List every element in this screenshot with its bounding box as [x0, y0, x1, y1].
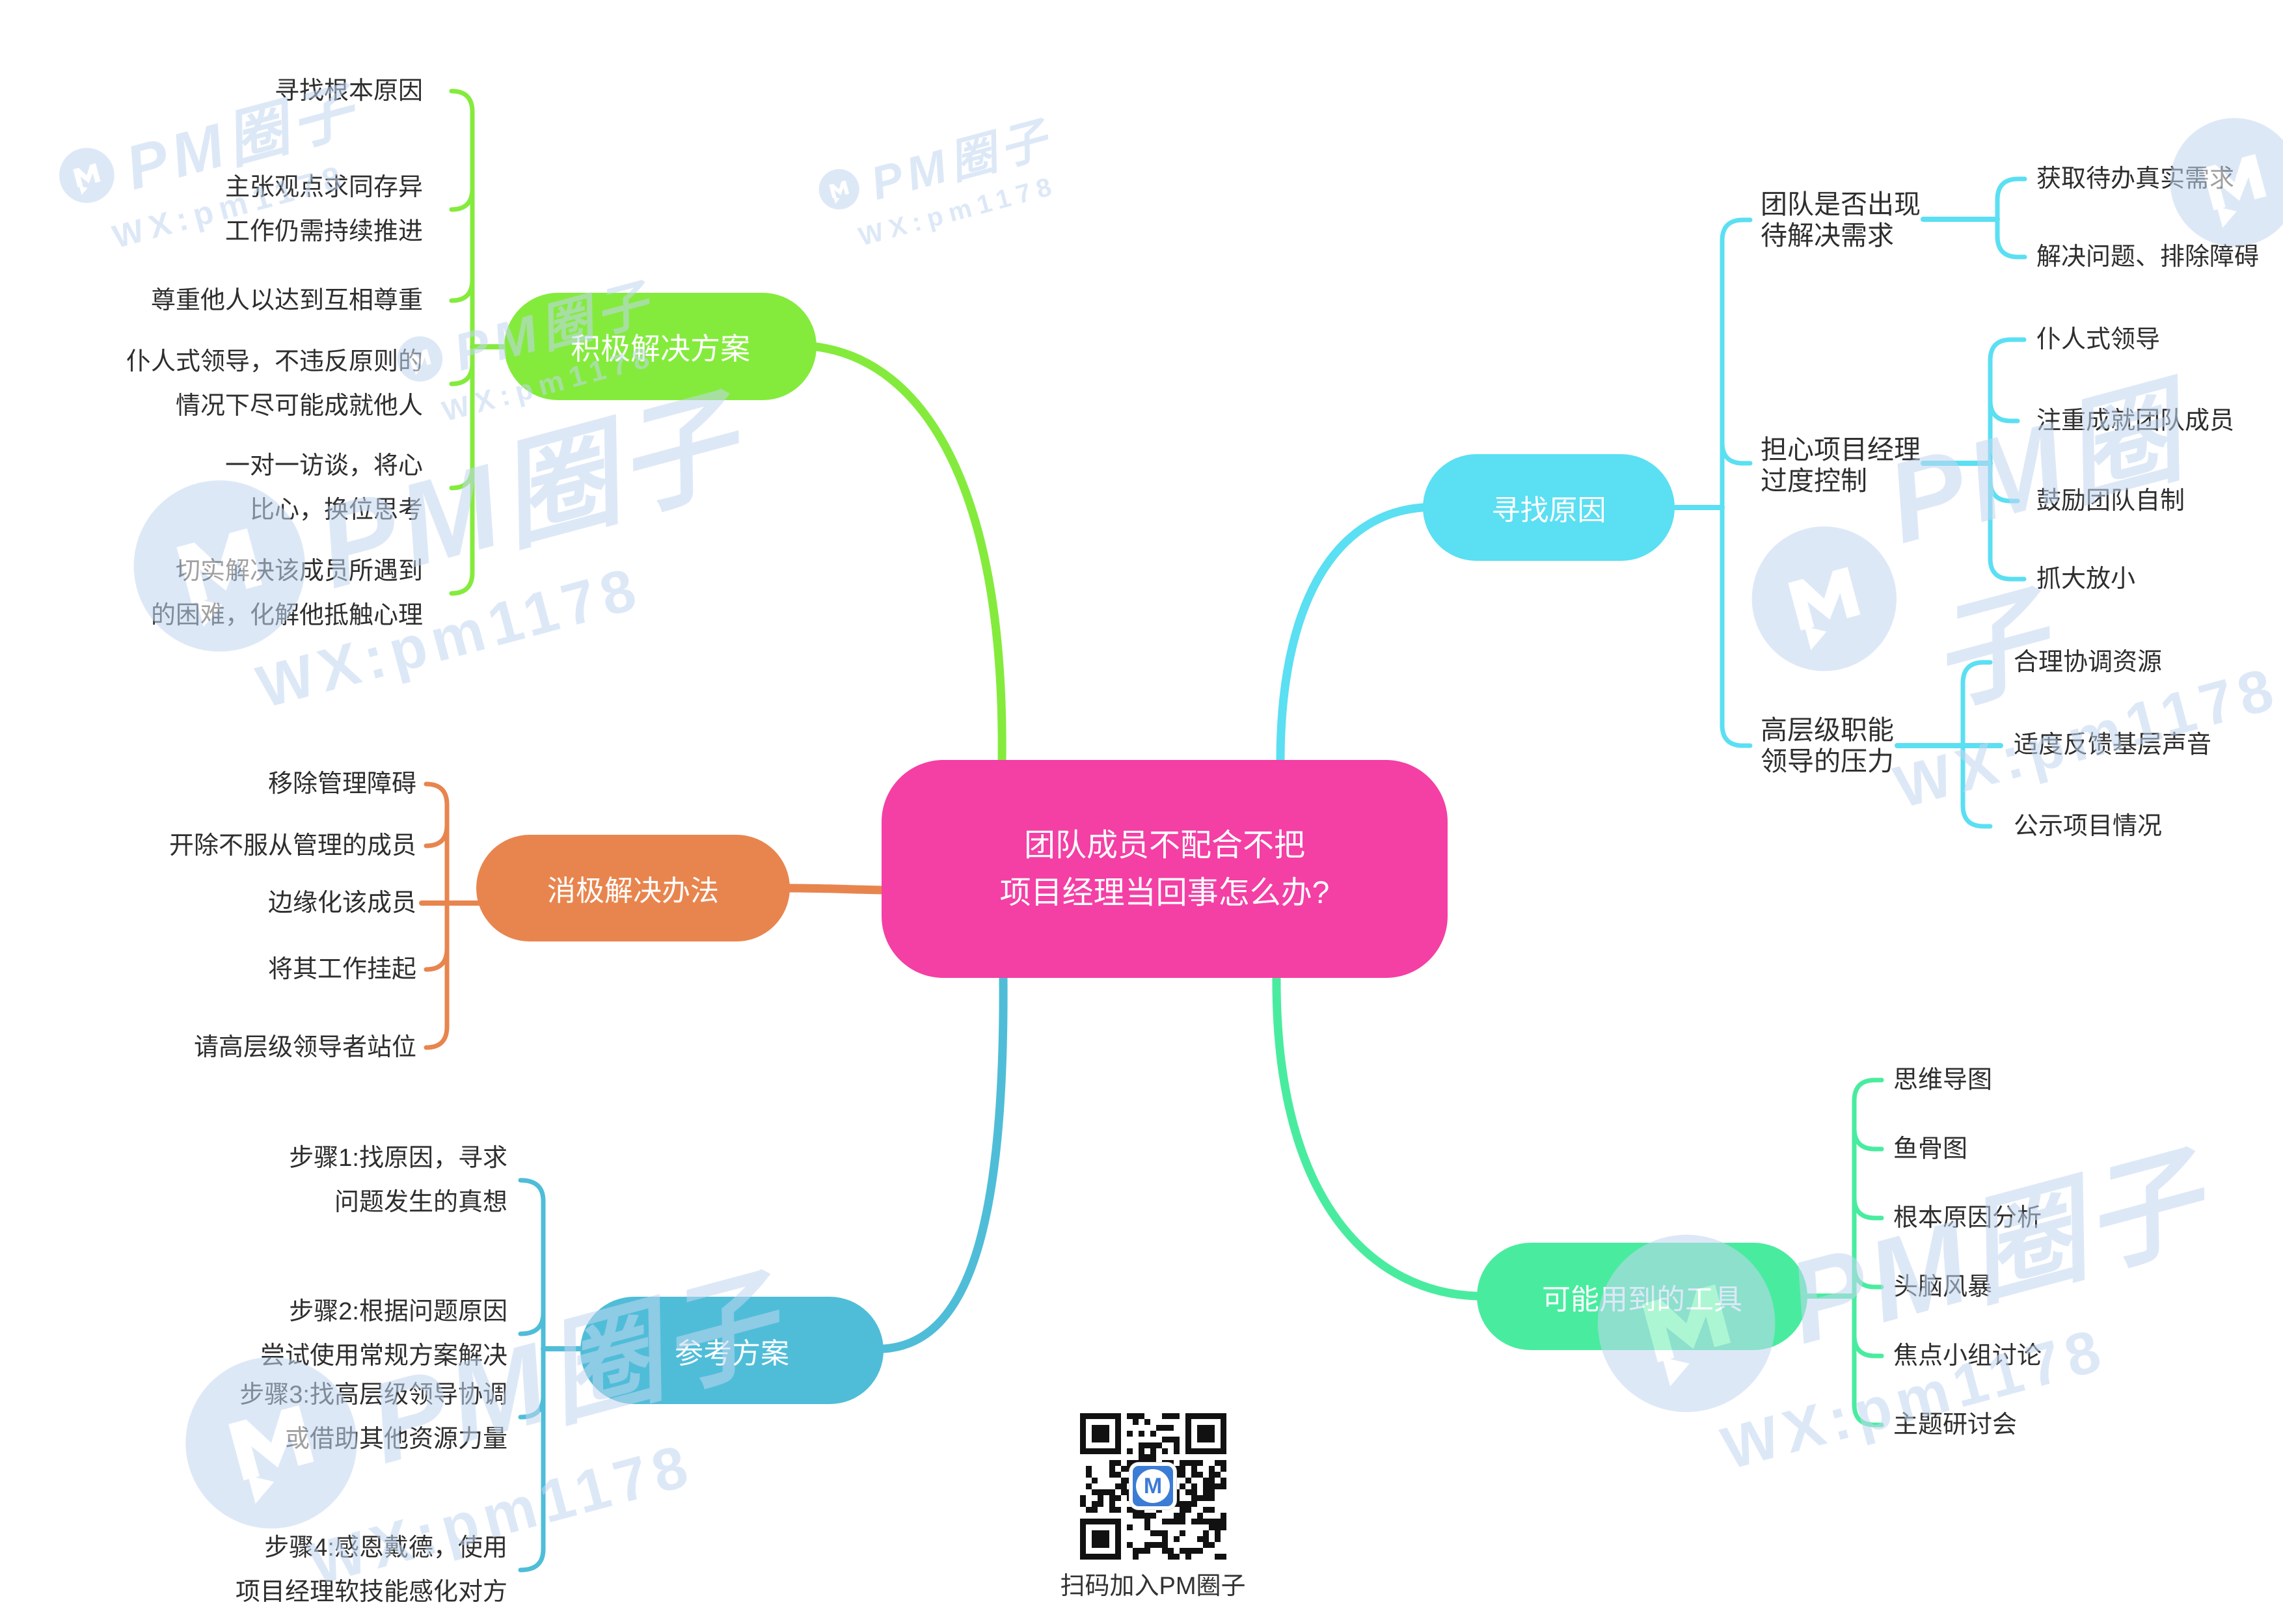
- qr-logo-icon: M: [1129, 1463, 1176, 1509]
- leaf-reference-4[interactable]: 步骤4:感恩戴德，使用 项目经理软技能感化对方: [235, 1534, 507, 1606]
- causes-curve: [1276, 503, 1427, 766]
- branch-negative[interactable]: 消极解决办法: [476, 835, 790, 941]
- leaf-negative-5[interactable]: 请高层级领导者站位: [193, 1034, 416, 1061]
- leaf-negative-4[interactable]: 将其工作挂起: [267, 956, 416, 983]
- causes-group-3-label[interactable]: 高层级职能 领导的压力: [1761, 715, 1894, 776]
- leaf-positive-4[interactable]: 仆人式领导，不违反原则的 情况下尽可能成就他人: [126, 348, 423, 420]
- leaf-causes-2-3[interactable]: 鼓励团队自制: [2036, 487, 2185, 515]
- causes-group-1-label[interactable]: 团队是否出现 待解决需求: [1761, 189, 1921, 250]
- qr-caption: 扫码加入PM圈子: [1060, 1573, 1246, 1600]
- leaf-causes-2-2[interactable]: 注重成就团队成员: [2036, 407, 2235, 435]
- tools-trunk: [1852, 1077, 1884, 1428]
- leaf-positive-5[interactable]: 一对一访谈，将心 比心，换位思考: [224, 452, 423, 524]
- leaf-tools-3[interactable]: 根本原因分析: [1893, 1204, 2042, 1232]
- leaf-positive-3[interactable]: 尊重他人以达到互相尊重: [150, 287, 423, 314]
- reference-curve: [879, 972, 1008, 1353]
- branch-positive[interactable]: 积极解决方案: [504, 293, 817, 400]
- branch-tools[interactable]: 可能用到的工具: [1477, 1243, 1807, 1350]
- leaf-causes-3-1[interactable]: 合理协调资源: [2014, 649, 2163, 676]
- central-topic[interactable]: 团队成员不配合不把 项目经理当回事怎么办?: [882, 760, 1448, 978]
- positive-curve: [812, 342, 1006, 766]
- leaf-tools-6[interactable]: 主题研讨会: [1893, 1411, 2018, 1439]
- leaf-positive-1[interactable]: 寻找根本原因: [274, 77, 423, 105]
- leaf-tools-5[interactable]: 焦点小组讨论: [1893, 1342, 2042, 1370]
- leaf-negative-2[interactable]: 开除不服从管理的成员: [169, 832, 416, 859]
- leaf-positive-2[interactable]: 主张观点求同存异 工作仍需持续推进: [224, 174, 423, 245]
- leaf-tools-4[interactable]: 头脑风暴: [1893, 1273, 1993, 1301]
- leaf-tools-1[interactable]: 思维导图: [1893, 1066, 1993, 1094]
- leaf-causes-1-1[interactable]: 获取待办真实需求: [2036, 165, 2235, 193]
- leaf-negative-1[interactable]: 移除管理障碍: [267, 770, 416, 798]
- leaf-causes-2-4[interactable]: 抓大放小: [2036, 565, 2136, 593]
- causes-trunk: [1720, 217, 1753, 748]
- leaf-causes-3-2[interactable]: 适度反馈基层声音: [2014, 731, 2212, 759]
- leaf-causes-2-1[interactable]: 仆人式领导: [2036, 326, 2161, 353]
- branch-causes[interactable]: 寻找原因: [1423, 454, 1675, 561]
- leaf-negative-3[interactable]: 边缘化该成员: [267, 889, 416, 917]
- leaf-reference-3[interactable]: 步骤3:找高层级领导协调 或借助其他资源力量: [239, 1381, 507, 1453]
- tools-curve: [1272, 972, 1481, 1301]
- leaf-causes-1-2[interactable]: 解决问题、排除障碍: [2036, 243, 2260, 271]
- negative-curve: [785, 884, 887, 895]
- positive-trunk: [449, 88, 475, 596]
- leaf-reference-2[interactable]: 步骤2:根据问题原因 尝试使用常规方案解决: [260, 1298, 507, 1370]
- leaf-tools-2[interactable]: 鱼骨图: [1893, 1135, 1968, 1163]
- causes-group-2-label[interactable]: 担心项目经理 过度控制: [1761, 435, 1921, 496]
- branch-reference[interactable]: 参考方案: [580, 1297, 884, 1404]
- negative-trunk: [424, 781, 450, 1050]
- leaf-reference-1[interactable]: 步骤1:找原因，寻求 问题发生的真想: [289, 1144, 507, 1216]
- reference-trunk: [518, 1178, 546, 1573]
- leaf-causes-3-3[interactable]: 公示项目情况: [2014, 813, 2163, 840]
- leaf-positive-6[interactable]: 切实解决该成员所遇到 的困难，化解他抵触心理: [150, 558, 423, 629]
- qr-code: [1080, 1413, 1226, 1560]
